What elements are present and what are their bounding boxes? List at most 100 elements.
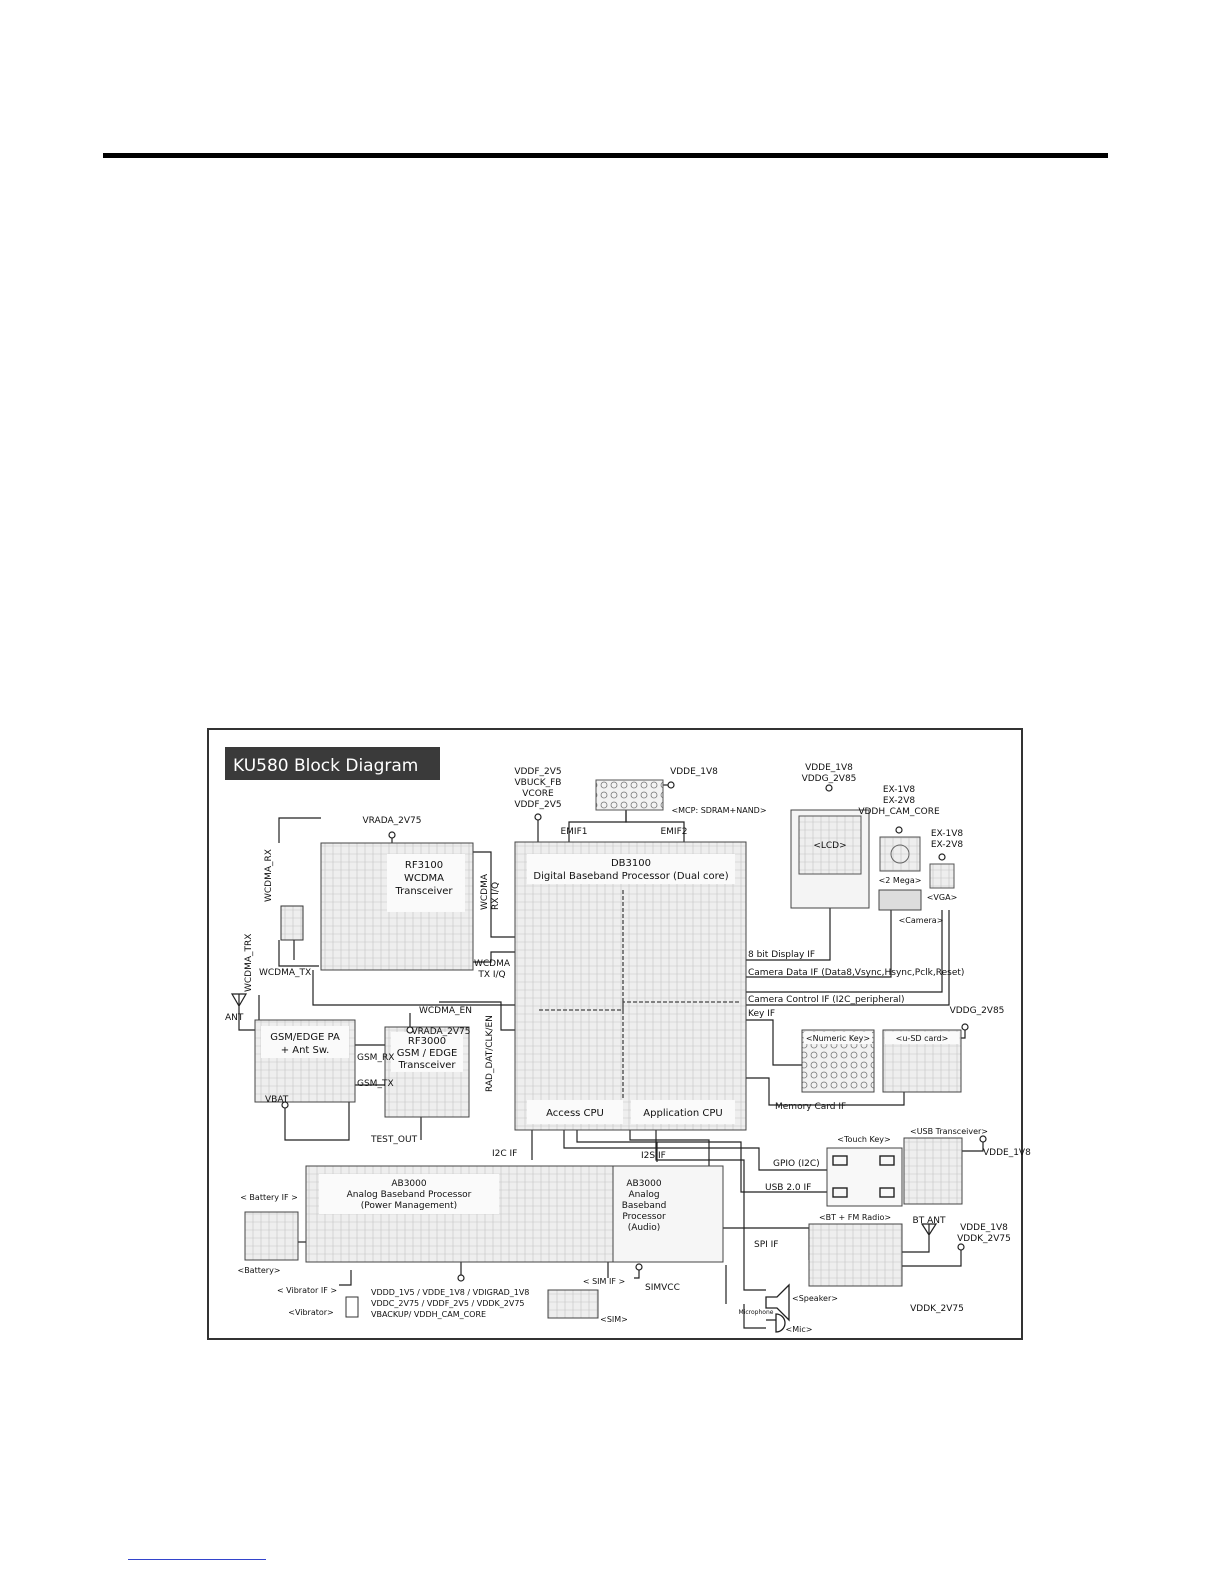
svg-text:RF3100: RF3100 xyxy=(405,860,443,871)
svg-text:VDDK_2V75: VDDK_2V75 xyxy=(910,1304,964,1314)
svg-text:<u-SD card>: <u-SD card> xyxy=(896,1034,949,1043)
svg-text:WCDMA_RX: WCDMA_RX xyxy=(264,849,274,902)
speaker-icon: <Speaker> xyxy=(765,1283,838,1322)
svg-text:VRADA_2V75: VRADA_2V75 xyxy=(412,1027,471,1037)
camera-label: <Camera> xyxy=(899,916,944,925)
svg-text:GSM_RX: GSM_RX xyxy=(357,1053,394,1063)
battery-block: < Battery IF > <Battery> xyxy=(237,1193,299,1275)
bt-antenna-icon xyxy=(920,1223,938,1238)
vibrator-block: < Vibrator IF > <Vibrator> xyxy=(277,1286,359,1318)
power-pins xyxy=(281,781,987,1282)
svg-text:Analog Baseband Processor: Analog Baseband Processor xyxy=(347,1190,472,1200)
svg-text:<Speaker>: <Speaker> xyxy=(792,1294,838,1303)
rf3000-block: RF3000 GSM / EDGE Transceiver xyxy=(384,1026,470,1118)
lcd-block: <LCD> xyxy=(790,809,870,909)
signal-labels: VDDF_2V5 VBUCK_FB VCORE VDDF_2V5 VDDE_1V… xyxy=(225,763,1031,1319)
svg-text:Analog: Analog xyxy=(628,1190,659,1200)
svg-text:8 bit Display IF: 8 bit Display IF xyxy=(748,950,815,960)
svg-text:VDDC_2V75 / VDDF_2V5 / VDDK_2V: VDDC_2V75 / VDDF_2V5 / VDDK_2V75 xyxy=(371,1299,525,1308)
svg-text:WCDMA_TRX: WCDMA_TRX xyxy=(244,934,254,992)
svg-text:SPI IF: SPI IF xyxy=(754,1240,779,1250)
svg-text:VDDD_1V5 / VDDE_1V8 / VDIGRAD_: VDDD_1V5 / VDDE_1V8 / VDIGRAD_1V8 xyxy=(371,1288,529,1297)
svg-text:AB3000: AB3000 xyxy=(391,1179,427,1189)
svg-text:WCDMA: WCDMA xyxy=(474,959,511,969)
bt-fm-radio-block: <BT + FM Radio> xyxy=(808,1213,903,1287)
svg-text:<SIM>: <SIM> xyxy=(600,1315,628,1324)
svg-text:(Power Management): (Power Management) xyxy=(361,1201,457,1211)
footer-link-underline[interactable] xyxy=(128,1559,266,1560)
svg-text:Camera Data IF (Data8,Vsync,Hs: Camera Data IF (Data8,Vsync,Hsync,Pclk,R… xyxy=(748,968,964,978)
svg-text:VDDG_2V85: VDDG_2V85 xyxy=(950,1006,1005,1016)
svg-text:VBAT: VBAT xyxy=(265,1095,289,1105)
gsm-pa-block: GSM/EDGE PA + Ant Sw. xyxy=(254,1019,356,1103)
svg-text:< SIM IF >: < SIM IF > xyxy=(583,1277,625,1286)
svg-text:Access CPU: Access CPU xyxy=(546,1108,604,1119)
ab3000-block: AB3000 Analog Baseband Processor (Power … xyxy=(305,1165,724,1263)
svg-text:EX-2V8: EX-2V8 xyxy=(883,796,916,806)
svg-text:VBACKUP/ VDDH_CAM_CORE: VBACKUP/ VDDH_CAM_CORE xyxy=(371,1310,486,1319)
svg-text:KU580 Block Diagram: KU580 Block Diagram xyxy=(233,756,418,776)
svg-text:DB3100: DB3100 xyxy=(611,858,651,869)
svg-text:Microphone: Microphone xyxy=(739,1309,774,1316)
svg-text:EMIF1: EMIF1 xyxy=(560,827,587,837)
block-diagram: KU580 Block Diagram xyxy=(207,728,1031,1340)
svg-text:EX-1V8: EX-1V8 xyxy=(883,785,916,795)
sim-block: < SIM IF > <SIM> xyxy=(547,1277,628,1324)
ant-icon xyxy=(230,993,248,1010)
wcdma-duplexer xyxy=(280,905,304,941)
svg-text:(Audio): (Audio) xyxy=(628,1223,661,1233)
usd-card-block: <u-SD card> xyxy=(882,1029,962,1093)
svg-text:VDDF_2V5: VDDF_2V5 xyxy=(514,767,561,777)
svg-text:<Battery>: <Battery> xyxy=(237,1266,280,1275)
vga-camera-block: <VGA> xyxy=(927,863,958,902)
rf3100-block: RF3100 WCDMA Transceiver xyxy=(320,842,474,971)
microphone-icon: Microphone <Mic> xyxy=(739,1309,813,1334)
svg-text:WCDMA_EN: WCDMA_EN xyxy=(419,1006,472,1016)
top-rule xyxy=(103,153,1108,158)
svg-text:EMIF2: EMIF2 xyxy=(660,827,687,837)
two-mega-camera-block: <2 Mega> xyxy=(878,836,922,911)
svg-text:VBUCK_FB: VBUCK_FB xyxy=(515,778,562,788)
svg-text:<USB Transceiver>: <USB Transceiver> xyxy=(910,1127,988,1136)
svg-text:I2S IF: I2S IF xyxy=(641,1151,666,1161)
svg-text:SIMVCC: SIMVCC xyxy=(645,1283,680,1293)
svg-text:<Numeric Key>: <Numeric Key> xyxy=(806,1034,870,1043)
svg-text:RAD_DAT/CLK/EN: RAD_DAT/CLK/EN xyxy=(485,1015,495,1092)
svg-text:RF3000: RF3000 xyxy=(408,1036,446,1047)
svg-text:Transceiver: Transceiver xyxy=(397,1060,456,1071)
svg-text:< Vibrator IF >: < Vibrator IF > xyxy=(277,1286,337,1295)
svg-text:USB 2.0 IF: USB 2.0 IF xyxy=(765,1183,811,1193)
svg-text:< Battery IF >: < Battery IF > xyxy=(240,1193,298,1202)
svg-text:VDDE_1V8: VDDE_1V8 xyxy=(983,1148,1031,1158)
svg-text:Transceiver: Transceiver xyxy=(394,886,453,897)
touch-key-block: <Touch Key> xyxy=(826,1135,903,1207)
svg-text:GPIO (I2C): GPIO (I2C) xyxy=(773,1159,820,1169)
svg-text:VRADA_2V75: VRADA_2V75 xyxy=(363,816,422,826)
svg-text:<Touch Key>: <Touch Key> xyxy=(837,1135,890,1144)
usb-transceiver-block: <USB Transceiver> xyxy=(903,1127,988,1205)
svg-text:VDDE_1V8: VDDE_1V8 xyxy=(960,1223,1008,1233)
svg-text:TX I/Q: TX I/Q xyxy=(477,970,505,980)
svg-text:<Mic>: <Mic> xyxy=(786,1325,813,1334)
svg-text:GSM_TX: GSM_TX xyxy=(357,1079,394,1089)
svg-text:Camera Control IF (I2C_periphe: Camera Control IF (I2C_peripheral) xyxy=(748,995,905,1005)
svg-text:VDDH_CAM_CORE: VDDH_CAM_CORE xyxy=(858,807,940,817)
svg-text:<2 Mega>: <2 Mega> xyxy=(879,876,922,885)
svg-text:<Vibrator>: <Vibrator> xyxy=(288,1308,334,1317)
svg-text:VCORE: VCORE xyxy=(522,789,554,799)
svg-text:VDDE_1V8: VDDE_1V8 xyxy=(670,767,718,777)
svg-text:GSM/EDGE PA: GSM/EDGE PA xyxy=(270,1032,340,1043)
svg-text:Baseband: Baseband xyxy=(622,1201,667,1211)
svg-text:BT ANT: BT ANT xyxy=(913,1216,946,1226)
svg-text:VDDG_2V85: VDDG_2V85 xyxy=(802,774,857,784)
svg-text:<LCD>: <LCD> xyxy=(813,841,846,851)
db3100-block: DB3100 Digital Baseband Processor (Dual … xyxy=(514,841,747,1131)
mcp-label: <MCP: SDRAM+NAND> xyxy=(671,806,766,815)
mcp-block xyxy=(595,779,664,811)
svg-text:Memory Card IF: Memory Card IF xyxy=(775,1102,846,1112)
svg-text:+ Ant Sw.: + Ant Sw. xyxy=(281,1045,330,1056)
svg-text:<VGA>: <VGA> xyxy=(927,893,958,902)
svg-text:TEST_OUT: TEST_OUT xyxy=(370,1135,418,1145)
svg-text:Application CPU: Application CPU xyxy=(643,1108,722,1119)
numeric-key-block: <Numeric Key> xyxy=(801,1029,875,1093)
